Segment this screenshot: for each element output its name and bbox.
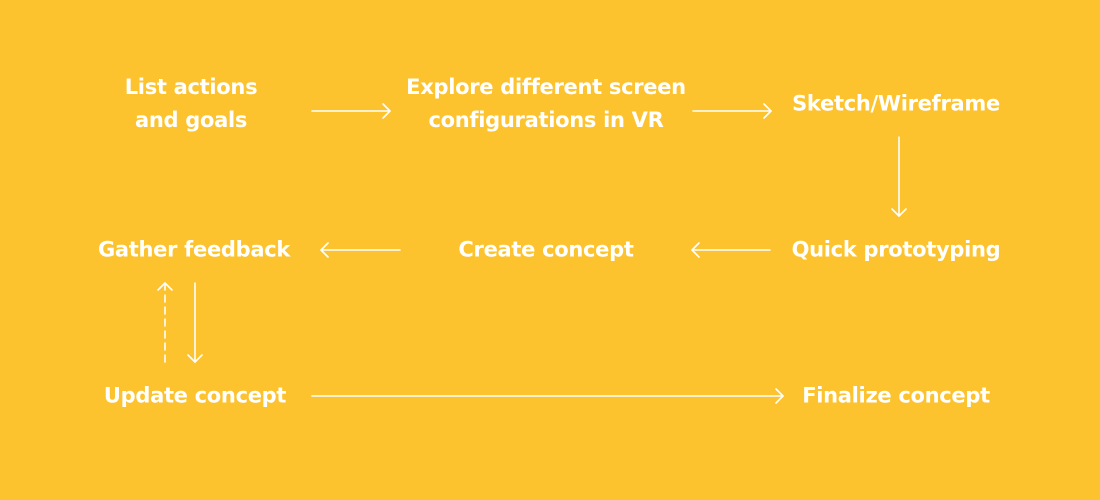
arrow-right-icon: [311, 388, 784, 404]
arrow-left-icon: [320, 242, 401, 258]
node-list-actions: List actions and goals: [125, 71, 258, 137]
node-label-line2: and goals: [134, 108, 248, 132]
node-finalize-concept: Finalize concept: [802, 383, 990, 408]
arrow-right-icon: [311, 103, 391, 119]
node-label-line1: List actions: [124, 75, 258, 99]
node-quick-prototyping: Quick prototyping: [791, 237, 1001, 262]
dashed-arrow-up-icon: [157, 282, 173, 363]
node-create-concept: Create concept: [458, 237, 634, 262]
node-update-concept: Update concept: [103, 383, 287, 408]
node-label-line2: configurations in VR: [428, 108, 664, 132]
arrow-down-icon: [891, 136, 907, 217]
arrow-down-icon: [187, 282, 203, 363]
arrow-left-icon: [691, 242, 771, 258]
node-explore-screens: Explore different screen configurations …: [406, 71, 686, 137]
node-label-line1: Explore different screen: [406, 75, 686, 99]
node-sketch-wireframe: Sketch/Wireframe: [792, 91, 1000, 116]
node-gather-feedback: Gather feedback: [97, 237, 291, 262]
arrow-right-icon: [692, 103, 772, 119]
